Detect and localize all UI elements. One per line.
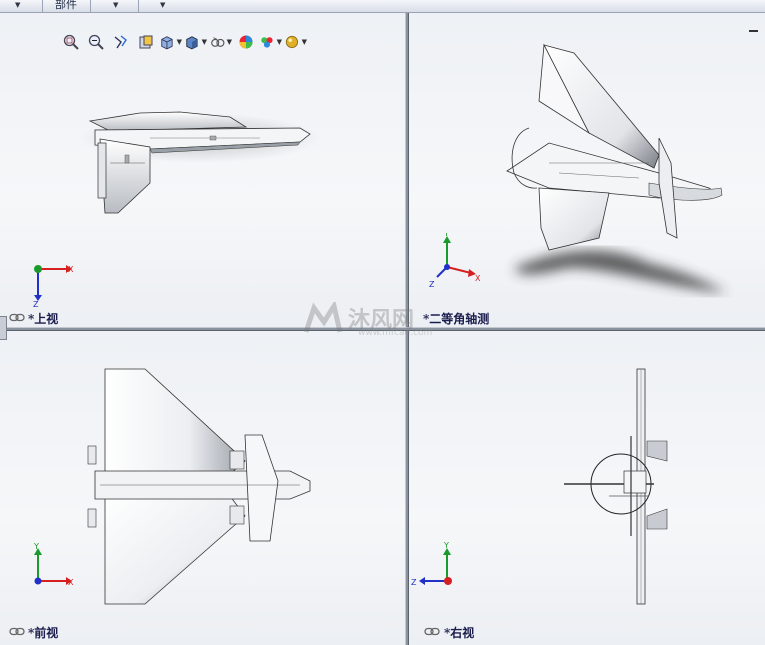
part-tab[interactable]: 部件 — [55, 0, 77, 11]
axis-x-label: X — [68, 265, 74, 274]
axis-x-label: X — [475, 274, 481, 283]
viewport-front[interactable]: Y X *前视 — [0, 331, 405, 645]
axis-x-label: X — [68, 578, 74, 587]
command-manager-strip: ▼ 部件 ▼ ▼ — [0, 0, 765, 13]
view-settings-icon[interactable]: ▼ — [285, 32, 307, 52]
apply-scene-icon[interactable]: ▼ — [260, 32, 282, 52]
hide-show-items-icon[interactable]: ▼ — [210, 32, 232, 52]
coordinate-triad: Y X Z — [429, 233, 481, 289]
link-views-icon[interactable] — [9, 627, 25, 636]
edit-appearance-icon[interactable] — [235, 32, 257, 52]
viewport-right[interactable]: Y Z *右视 — [409, 331, 765, 645]
minimize-viewport-button[interactable] — [749, 30, 758, 32]
axis-y-label: Y — [33, 543, 39, 551]
viewport-label-right: *右视 — [444, 626, 475, 640]
view-orientation-icon[interactable]: ▼ — [160, 32, 182, 52]
viewport-label-isometric: *二等角轴测 — [423, 312, 490, 326]
coordinate-triad: Y X — [33, 543, 74, 587]
section-view-icon[interactable] — [135, 32, 157, 52]
heads-up-view-toolbar: ▼ ▼ ▼ ▼ ▼ — [60, 31, 307, 53]
toolbar-separator — [42, 0, 43, 12]
feature-manager-toggle[interactable] — [0, 316, 7, 340]
viewport-splitter-horizontal[interactable] — [0, 327, 765, 331]
viewport-isometric[interactable]: Y X Z *二等角轴测 — [409, 13, 765, 327]
dropdown-arrow-icon[interactable]: ▼ — [160, 1, 166, 9]
link-views-icon[interactable] — [424, 627, 440, 636]
axis-z-label: Z — [411, 578, 417, 587]
display-style-icon[interactable]: ▼ — [185, 32, 207, 52]
viewport-label-top: *上视 — [28, 312, 59, 326]
axis-y-label: Y — [443, 233, 449, 238]
axis-z-label: Z — [33, 300, 39, 307]
watermark-logo-icon — [303, 302, 343, 333]
toolbar-separator — [138, 0, 139, 12]
axis-z-label: Z — [429, 280, 435, 289]
previous-view-icon[interactable] — [110, 32, 132, 52]
model-top-view[interactable] — [0, 13, 405, 327]
coordinate-triad: X Z — [33, 265, 74, 307]
watermark-text: 沐风网 — [348, 308, 415, 333]
model-front-view[interactable] — [0, 331, 405, 645]
watermark-url: www.mfcad.com — [358, 328, 433, 338]
link-views-icon[interactable] — [9, 313, 25, 322]
zoom-to-fit-icon[interactable] — [60, 32, 82, 52]
watermark: 沐风网 www.mfcad.com — [300, 300, 470, 342]
dropdown-arrow-icon[interactable]: ▼ — [15, 1, 21, 9]
toolbar-separator — [90, 0, 91, 12]
zoom-to-area-icon[interactable] — [85, 32, 107, 52]
axis-y-label: Y — [443, 541, 449, 550]
viewport-top[interactable]: ▼ ▼ ▼ ▼ ▼ — [0, 13, 405, 327]
model-right-view[interactable] — [409, 331, 765, 645]
coordinate-triad: Y Z — [411, 541, 452, 587]
dropdown-arrow-icon[interactable]: ▼ — [113, 1, 119, 9]
model-isometric-view[interactable] — [409, 13, 765, 327]
viewport-label-front: *前视 — [28, 626, 59, 640]
